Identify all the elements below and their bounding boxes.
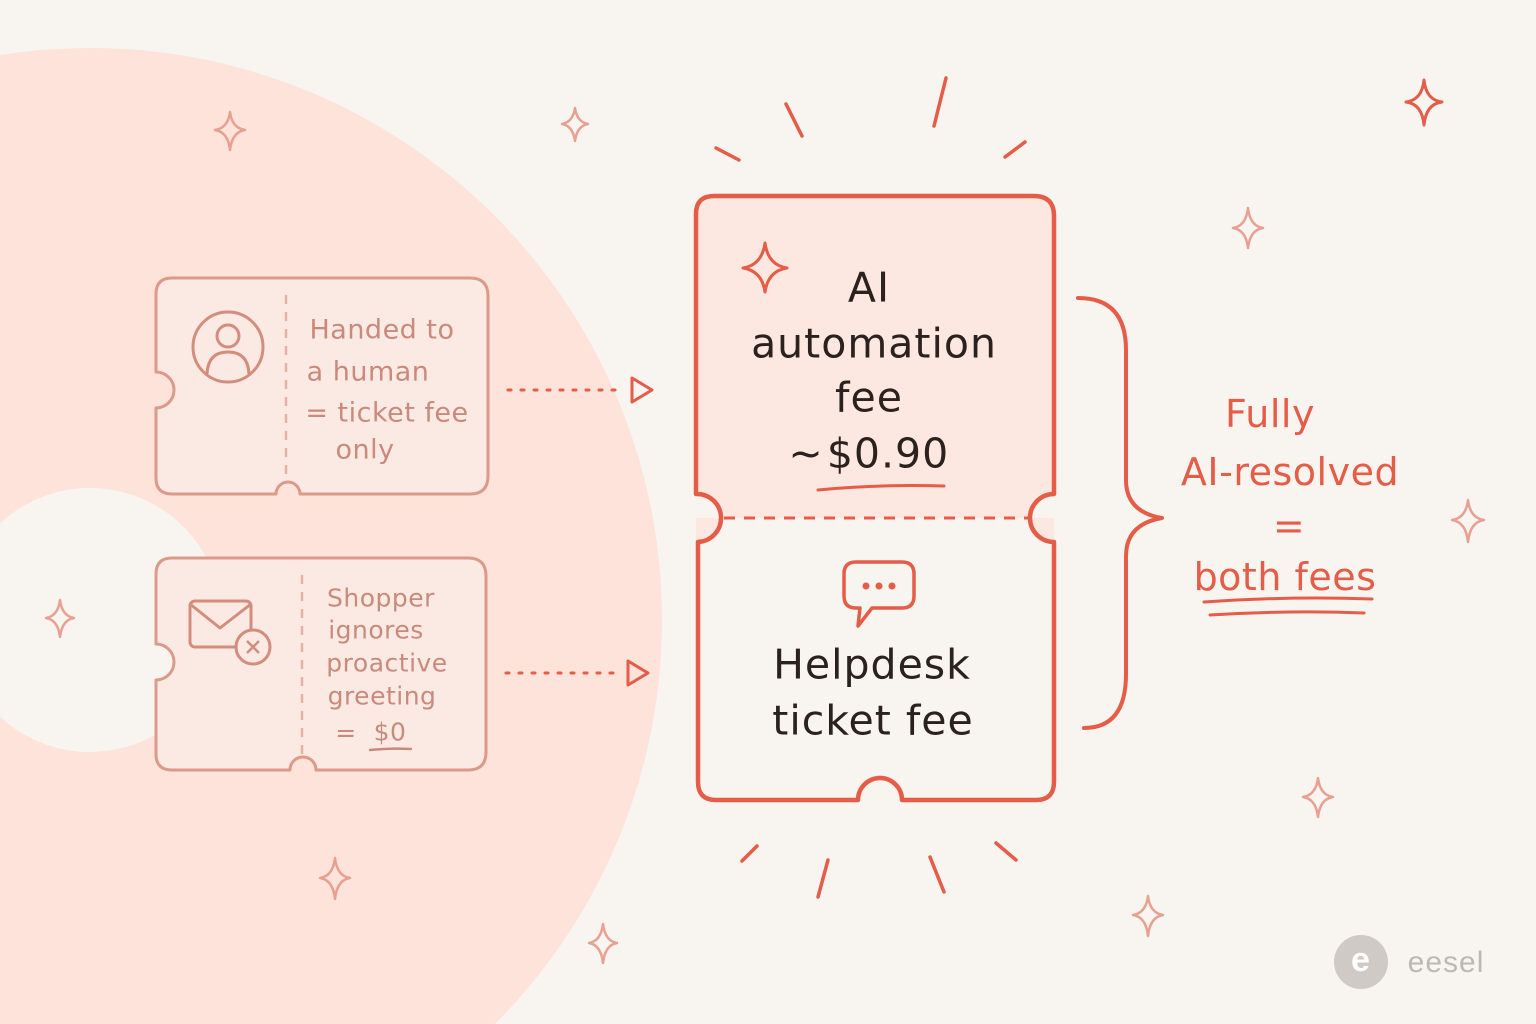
ticket-ignored-price: $0 <box>373 717 407 747</box>
sparkle-icon <box>1404 78 1444 127</box>
side-note-line-1: Fully <box>1225 392 1315 436</box>
burst-lines <box>714 76 1027 899</box>
sparkle-icon <box>318 856 352 901</box>
ticket-ignored-line-2: ignores <box>328 615 424 645</box>
side-note-line-2: AI-resolved <box>1180 450 1400 494</box>
ticket-outline <box>154 556 488 772</box>
side-note-line-4: both fees <box>1193 555 1377 599</box>
eesel-logo <box>1334 935 1388 989</box>
main-bottom-line-2: ticket fee <box>772 696 974 745</box>
sparkle-icon <box>1231 206 1265 250</box>
main-ticket-top-fill <box>696 196 1054 542</box>
sparkle-icon <box>1301 776 1335 819</box>
main-bottom-line-1: Helpdesk <box>773 640 971 689</box>
sparkle-icon <box>560 106 590 143</box>
arrow-human-to-main <box>506 376 654 404</box>
sparkle-icon <box>1131 894 1165 938</box>
zero-price-underline <box>368 747 413 752</box>
main-ticket <box>693 193 1057 803</box>
sparkle-icon <box>587 922 619 965</box>
main-ticket-outline <box>693 193 1057 803</box>
curly-brace <box>1076 296 1164 730</box>
brand-name: eesel <box>1407 946 1485 979</box>
ticket-handed-to-human <box>154 276 490 496</box>
side-note-line-3: = <box>1272 504 1306 548</box>
ticket-human-line-4: only <box>335 434 395 466</box>
price-underline <box>816 484 946 492</box>
ticket-ignored-line-1: Shopper <box>327 583 435 613</box>
eesel-logo-letter: e <box>1351 941 1371 979</box>
ticket-ignored-line-3: proactive <box>326 648 448 678</box>
chat-bubble-icon <box>842 560 916 628</box>
ticket-ignored-line-4: greeting <box>327 681 437 711</box>
main-top-line-1: AI <box>847 263 891 312</box>
main-price-prefix: ~ <box>788 429 824 478</box>
ticket-human-line-3: = ticket fee <box>305 397 469 429</box>
main-price: $0.90 <box>826 429 950 478</box>
arrow-ignored-to-main <box>504 659 650 687</box>
envelope-declined-icon <box>188 599 272 666</box>
ticket-shopper-ignores <box>154 556 488 772</box>
main-top-line-3: fee <box>835 373 903 422</box>
sparkle-icon <box>213 110 247 152</box>
person-icon <box>191 310 265 384</box>
sparkle-icon <box>1450 498 1486 544</box>
sparkle-icon <box>741 241 789 294</box>
main-top-line-2: automation <box>751 319 997 368</box>
sparkle-icon <box>44 598 76 639</box>
ticket-human-line-1: Handed to <box>309 314 455 346</box>
ticket-human-line-2: a human <box>306 356 430 388</box>
ticket-ignored-equals: = <box>335 718 357 748</box>
side-note-underline <box>1202 596 1374 604</box>
side-note-underline <box>1208 610 1366 617</box>
